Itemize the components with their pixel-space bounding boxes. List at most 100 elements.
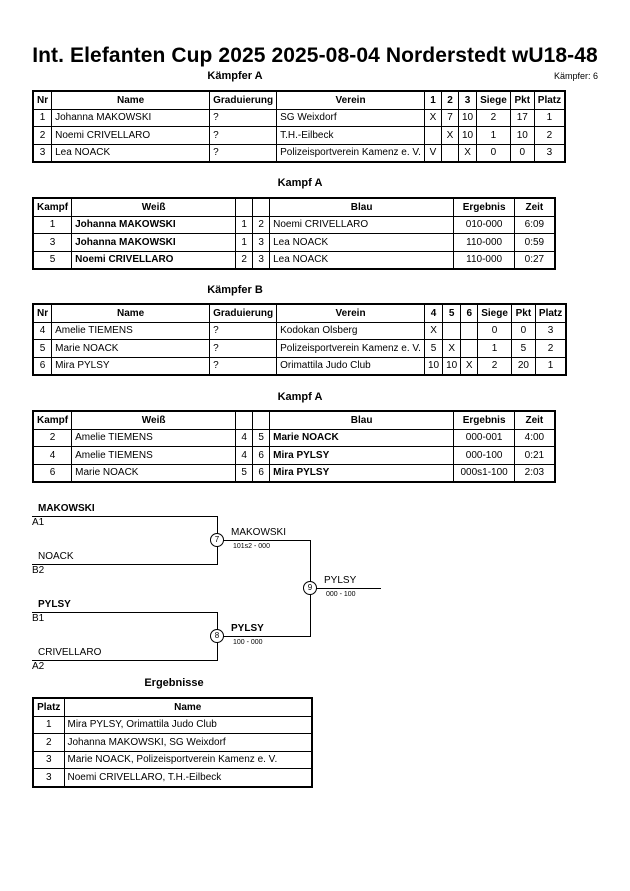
table-row: 6 Marie NOACK 5 6 Mira PYLSY 000s1-100 2… bbox=[32, 463, 556, 483]
bracket-a2-seed: A2 bbox=[32, 661, 45, 672]
bracket-line bbox=[32, 660, 218, 661]
cell: Johanna MAKOWSKI bbox=[51, 108, 211, 127]
cell: 1 bbox=[476, 126, 511, 145]
cell: 4 bbox=[32, 321, 53, 340]
table-row: 2 Noemi CRIVELLARO ? T.H.-Eilbeck X 10 1… bbox=[32, 126, 566, 145]
fights-a-title: Kampf A bbox=[277, 177, 323, 189]
cell: 17 bbox=[509, 108, 535, 127]
cell: 5 bbox=[32, 339, 53, 358]
bracket-b1-seed: B1 bbox=[32, 613, 45, 624]
cell: Johanna MAKOWSKI bbox=[71, 233, 237, 252]
cell: 1 bbox=[477, 339, 512, 358]
col-blau-nr bbox=[252, 197, 271, 217]
cell: ? bbox=[209, 108, 278, 127]
cell: ? bbox=[209, 143, 278, 163]
col-platz: Platz bbox=[32, 697, 65, 717]
table-row: 4 Amelie TIEMENS ? Kodokan Olsberg X 0 0… bbox=[32, 321, 567, 340]
cell: Kodokan Olsberg bbox=[276, 321, 425, 340]
cell: Mira PYLSY, Orimattila Judo Club bbox=[63, 715, 313, 734]
cell: 6:09 bbox=[514, 215, 556, 234]
bracket-line bbox=[217, 540, 311, 541]
bracket-final-winner: PYLSY bbox=[324, 575, 357, 586]
bracket-a1-name: MAKOWSKI bbox=[38, 503, 95, 514]
bracket-line bbox=[32, 612, 218, 613]
cell: 2 bbox=[534, 339, 567, 358]
cell: X bbox=[442, 339, 462, 358]
col-platz: Platz bbox=[534, 303, 567, 323]
cell: 3 bbox=[252, 250, 271, 270]
cell: ? bbox=[209, 356, 278, 376]
bracket-semi2-winner: PYLSY bbox=[231, 623, 264, 634]
col-zeit: Zeit bbox=[514, 410, 556, 430]
cell: 0 bbox=[477, 321, 512, 340]
cell: Johanna MAKOWSKI bbox=[71, 215, 237, 234]
results-header-row: Platz Name bbox=[32, 697, 313, 717]
cell: 010-000 bbox=[453, 215, 516, 234]
results-title: Ergebnisse bbox=[144, 677, 204, 689]
col-zeit: Zeit bbox=[514, 197, 556, 217]
fights-a-header-row: Kampf Weiß Blau Ergebnis Zeit bbox=[32, 197, 556, 217]
table-row: 6 Mira PYLSY ? Orimattila Judo Club 10 1… bbox=[32, 356, 567, 376]
cell: X bbox=[460, 356, 479, 376]
col-4: 4 bbox=[423, 303, 444, 323]
cell: X bbox=[423, 321, 444, 340]
col-pkt: Pkt bbox=[509, 90, 535, 110]
cell: Amelie TIEMENS bbox=[51, 321, 211, 340]
bracket-node-8: 8 bbox=[210, 629, 224, 643]
cell: 4 bbox=[235, 428, 254, 447]
cell: 2 bbox=[476, 108, 511, 127]
bracket-a1-seed: A1 bbox=[32, 517, 45, 528]
cell: 0:21 bbox=[514, 446, 556, 465]
fights-b-title: Kampf A bbox=[277, 391, 323, 403]
col-weiss: Weiß bbox=[71, 197, 237, 217]
cell: X bbox=[457, 143, 478, 163]
cell: Noemi CRIVELLARO bbox=[71, 250, 237, 270]
col-graduierung: Graduierung bbox=[209, 90, 278, 110]
table-row: 5 Marie NOACK ? Polizeisportverein Kamen… bbox=[32, 339, 567, 358]
table-row: 1 Johanna MAKOWSKI 1 2 Noemi CRIVELLARO … bbox=[32, 215, 556, 234]
table-row: 1 Mira PYLSY, Orimattila Judo Club bbox=[32, 715, 313, 734]
col-name: Name bbox=[63, 697, 313, 717]
cell: 2 bbox=[32, 126, 53, 145]
cell: Marie NOACK, Polizeisportverein Kamenz e… bbox=[63, 750, 313, 769]
cell: 110-000 bbox=[453, 233, 516, 252]
cell: 1 bbox=[32, 215, 73, 234]
cell bbox=[440, 143, 459, 163]
pool-a-table: Nr Name Graduierung Verein 1 2 3 Siege P… bbox=[32, 90, 567, 163]
cell: 3 bbox=[32, 143, 53, 163]
cell: 4:00 bbox=[514, 428, 556, 447]
cell: 2 bbox=[32, 733, 65, 752]
bracket-node-9: 9 bbox=[303, 581, 317, 595]
cell: Mira PYLSY bbox=[51, 356, 211, 376]
col-kampf: Kampf bbox=[32, 197, 73, 217]
cell: Orimattila Judo Club bbox=[276, 356, 425, 376]
cell: 2:03 bbox=[514, 463, 556, 483]
col-weiss-nr bbox=[235, 410, 254, 430]
col-name: Name bbox=[51, 303, 211, 323]
cell: 3 bbox=[32, 750, 65, 769]
cell: 0 bbox=[510, 321, 536, 340]
cell: 3 bbox=[534, 321, 567, 340]
col-weiss: Weiß bbox=[71, 410, 237, 430]
cell: 6 bbox=[252, 463, 271, 483]
cell: 000-001 bbox=[453, 428, 516, 447]
cell: ? bbox=[209, 339, 278, 358]
col-weiss-nr bbox=[235, 197, 254, 217]
cell: T.H.-Eilbeck bbox=[276, 126, 425, 145]
col-nr: Nr bbox=[32, 90, 53, 110]
cell: Lea NOACK bbox=[269, 233, 455, 252]
bracket-line bbox=[32, 516, 218, 517]
col-6: 6 bbox=[460, 303, 479, 323]
cell: 0 bbox=[509, 143, 535, 163]
cell: 6 bbox=[32, 463, 73, 483]
col-ergebnis: Ergebnis bbox=[453, 197, 516, 217]
bracket-line bbox=[32, 564, 218, 565]
cell bbox=[460, 339, 479, 358]
cell: 7 bbox=[440, 108, 459, 127]
pool-a-header-row: Nr Name Graduierung Verein 1 2 3 Siege P… bbox=[32, 90, 566, 110]
cell: 2 bbox=[477, 356, 512, 376]
cell: 1 bbox=[533, 108, 566, 127]
bracket-semi1-winner: MAKOWSKI bbox=[231, 527, 287, 538]
cell: 10 bbox=[423, 356, 444, 376]
cell: 110-000 bbox=[453, 250, 516, 270]
